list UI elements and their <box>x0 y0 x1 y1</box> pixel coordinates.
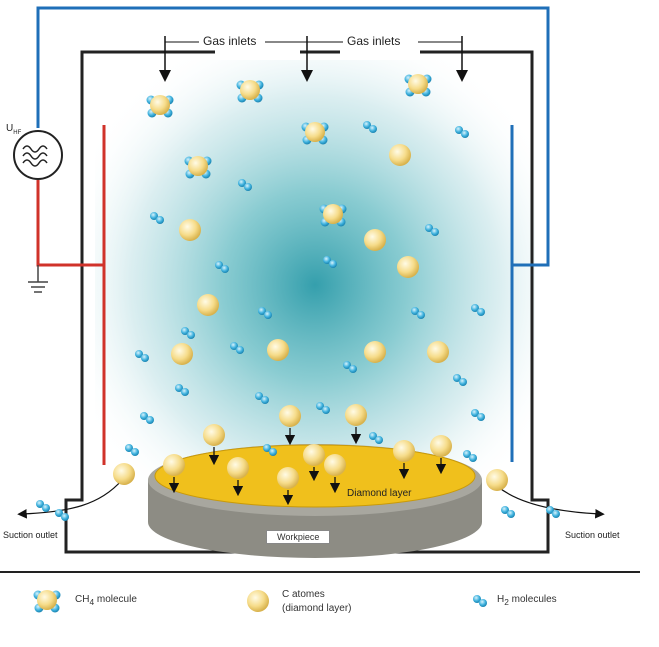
legend-c-atoms-label: C atomes(diamond layer) <box>282 589 352 614</box>
legend-ch4-icon <box>33 590 61 613</box>
c-atom <box>277 467 299 489</box>
workpiece-label: Workpiece <box>266 530 331 544</box>
c-atom <box>171 343 193 365</box>
suction-outlet-label-right: Suction outlet <box>565 530 620 540</box>
ch4-molecule <box>184 156 212 179</box>
ch4-molecule <box>301 122 329 145</box>
c-atom <box>324 454 346 476</box>
ch4-molecule <box>319 204 347 227</box>
legend-h2-icon <box>473 595 487 607</box>
c-atom <box>486 469 508 491</box>
c-atom <box>179 219 201 241</box>
gas-inlets-label-right: Gas inlets <box>343 34 405 48</box>
c-atom <box>227 457 249 479</box>
legend-c-atom-icon <box>247 590 269 612</box>
c-atom <box>197 294 219 316</box>
c-atom <box>303 444 325 466</box>
ch4-molecule <box>404 74 432 97</box>
c-atom <box>389 144 411 166</box>
c-atom <box>364 341 386 363</box>
suction-arrow-right <box>496 485 605 519</box>
c-atom <box>279 405 301 427</box>
legend-ch4-label: CH4 molecule <box>75 594 137 607</box>
c-atom <box>345 404 367 426</box>
suction-outlet-label-left: Suction outlet <box>3 530 58 540</box>
h2-molecule <box>36 500 50 512</box>
c-atom <box>113 463 135 485</box>
voltage-label: UHF <box>6 123 22 136</box>
c-atom <box>267 339 289 361</box>
ground-icon <box>28 265 48 293</box>
c-atom <box>397 256 419 278</box>
red-wire <box>36 180 104 267</box>
c-atom <box>364 229 386 251</box>
legend-h2-label: H2 molecules <box>497 594 557 607</box>
ac-source-icon <box>13 130 63 180</box>
diamond-layer-label: Diamond layer <box>347 488 412 499</box>
ch4-molecule <box>146 95 174 118</box>
ch4-molecule <box>236 80 264 103</box>
c-atom <box>163 454 185 476</box>
c-atom <box>430 435 452 457</box>
chamber-wall-left <box>64 50 155 523</box>
gas-inlets-label-left: Gas inlets <box>199 34 261 48</box>
suction-arrow-left <box>17 479 123 519</box>
c-atom <box>427 341 449 363</box>
c-atom <box>393 440 415 462</box>
c-atom <box>203 424 225 446</box>
